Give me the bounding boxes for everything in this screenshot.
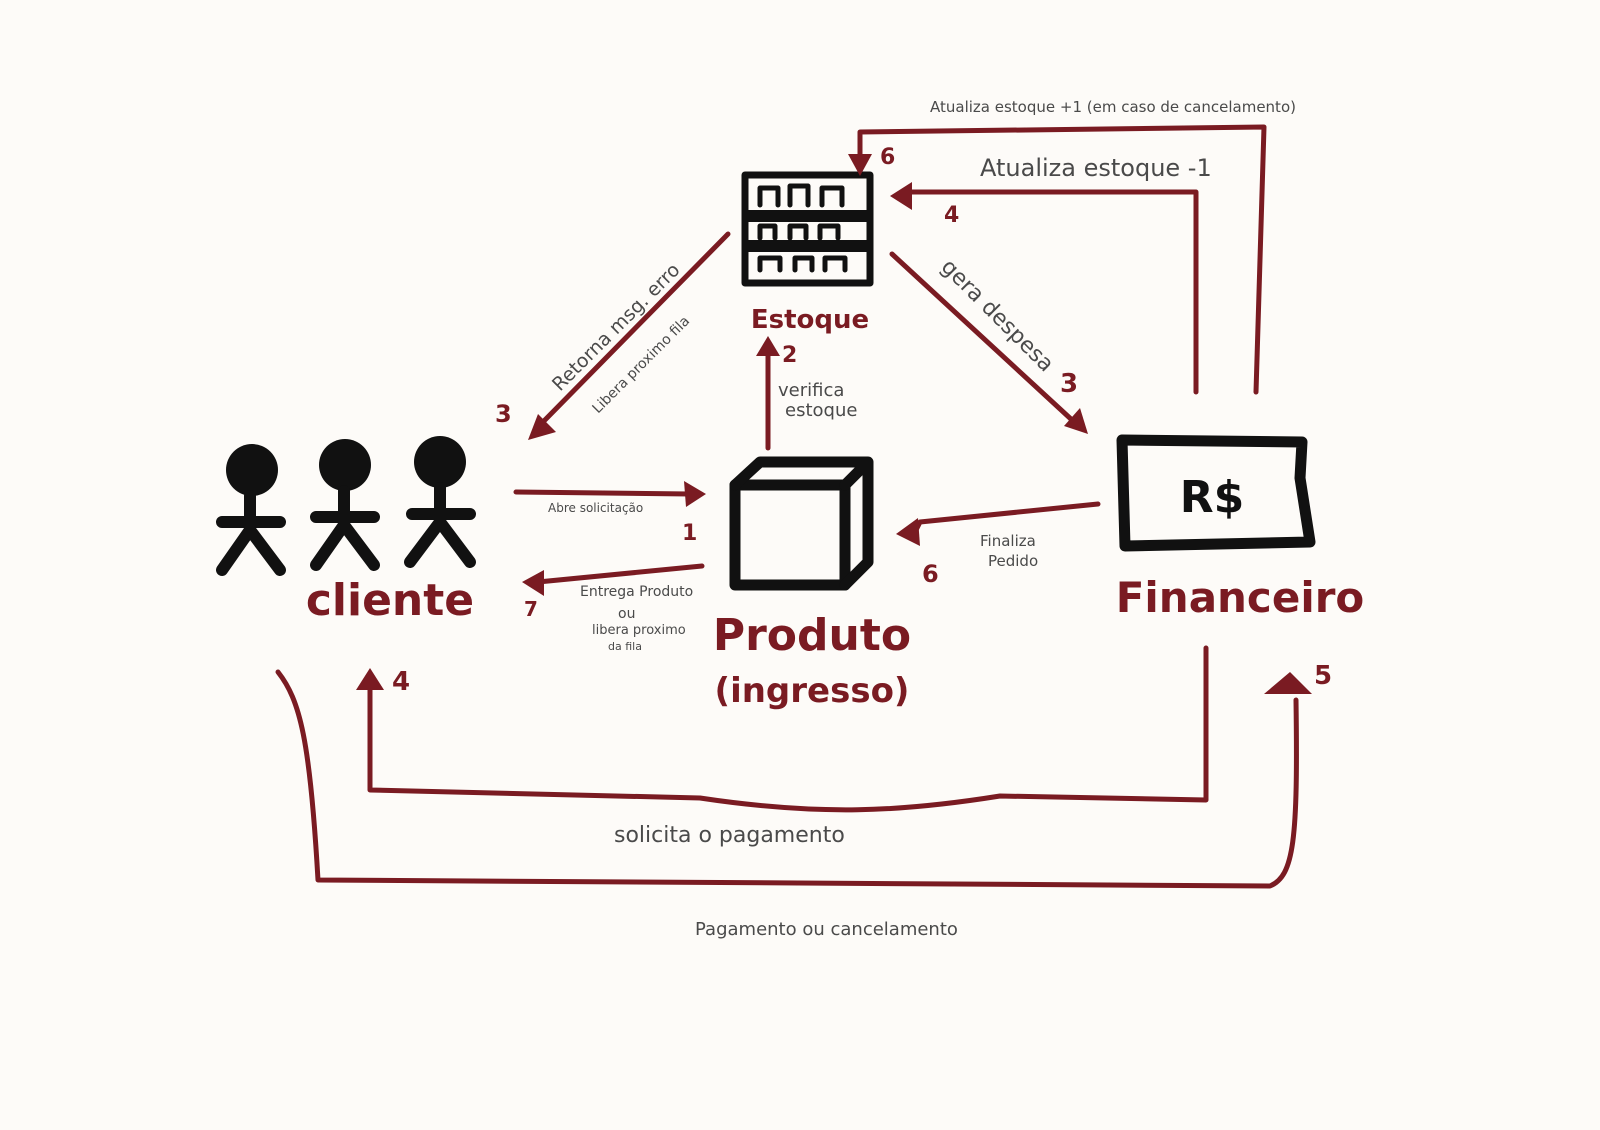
step-number: 6 — [880, 145, 895, 170]
arrowhead — [756, 336, 780, 356]
person-figure — [310, 439, 380, 571]
estoque-label-note: estoque — [785, 400, 857, 421]
edge-entrega-produto: Entrega Produto ou libera proximo da fil… — [522, 563, 705, 653]
solicita-pagamento-label: solicita o pagamento — [614, 823, 845, 848]
cliente-label: cliente — [306, 575, 474, 626]
arrowhead — [890, 182, 912, 210]
retorna-erro-label: Retorna msg. erro — [548, 259, 685, 396]
gera-despesa-label: gera despesa — [936, 255, 1059, 378]
arrowhead — [522, 570, 544, 596]
edge-gera-despesa: gera despesa 3 — [889, 251, 1088, 434]
ou-label: ou — [618, 606, 635, 622]
arrowhead — [1064, 408, 1088, 434]
edge-pagamento-cancelamento: Pagamento ou cancelamento 5 — [275, 661, 1332, 940]
step-number: 4 — [944, 203, 959, 228]
step-number: 6 — [922, 560, 939, 588]
person-figure — [216, 444, 286, 576]
da-fila-label: da fila — [608, 640, 642, 653]
step-number: 2 — [782, 343, 797, 368]
step-number: 3 — [495, 400, 512, 428]
arrowhead — [528, 414, 556, 440]
person-figure — [404, 436, 476, 568]
estoque-label: Estoque — [751, 305, 869, 335]
edge-retorna-erro: Retorna msg. erro Libera proximo fila 3 — [495, 231, 731, 440]
financeiro-label: Financeiro — [1116, 573, 1365, 622]
atualiza-mais-label: Atualiza estoque +1 (em caso de cancelam… — [930, 98, 1296, 116]
arrowhead — [1264, 672, 1312, 694]
step-number: 5 — [1314, 661, 1332, 691]
edge-verifica-estoque: verifica estoque 2 — [756, 336, 857, 451]
edge-atualiza-menos: Atualiza estoque -1 4 — [890, 154, 1212, 395]
edge-abre-solicitacao: Abre solicitação 1 — [513, 481, 706, 546]
abre-solicitacao-label: Abre solicitação — [548, 501, 643, 515]
libera-proximo-label: libera proximo — [592, 623, 686, 638]
money-icon: R$ — [1116, 434, 1316, 552]
arrowhead — [848, 154, 872, 176]
arrowhead — [684, 481, 706, 507]
step-number: 1 — [682, 521, 697, 546]
step-number: 4 — [392, 667, 410, 697]
shelf-icon — [741, 171, 874, 287]
edge-atualiza-mais: Atualiza estoque +1 (em caso de cancelam… — [848, 98, 1296, 395]
produto-sublabel: (ingresso) — [715, 671, 910, 711]
pedido-label: Pedido — [988, 552, 1038, 570]
arrowhead — [896, 518, 920, 546]
atualiza-menos-label: Atualiza estoque -1 — [980, 154, 1212, 182]
step-number: 3 — [1060, 369, 1078, 399]
produto-label: Produto — [713, 610, 911, 661]
arrowhead — [356, 668, 384, 690]
people-icon — [216, 436, 476, 576]
edge-solicita-pagamento: solicita o pagamento 4 — [356, 645, 1209, 848]
entrega-label: Entrega Produto — [580, 584, 693, 600]
step-number: 7 — [524, 597, 538, 621]
verifica-label: verifica — [778, 380, 844, 401]
finaliza-label: Finaliza — [980, 532, 1036, 550]
money-symbol: R$ — [1180, 472, 1245, 523]
pagamento-cancelamento-label: Pagamento ou cancelamento — [695, 919, 958, 940]
edge-finaliza-pedido: Finaliza Pedido 6 — [896, 501, 1101, 588]
box-icon — [729, 456, 874, 591]
